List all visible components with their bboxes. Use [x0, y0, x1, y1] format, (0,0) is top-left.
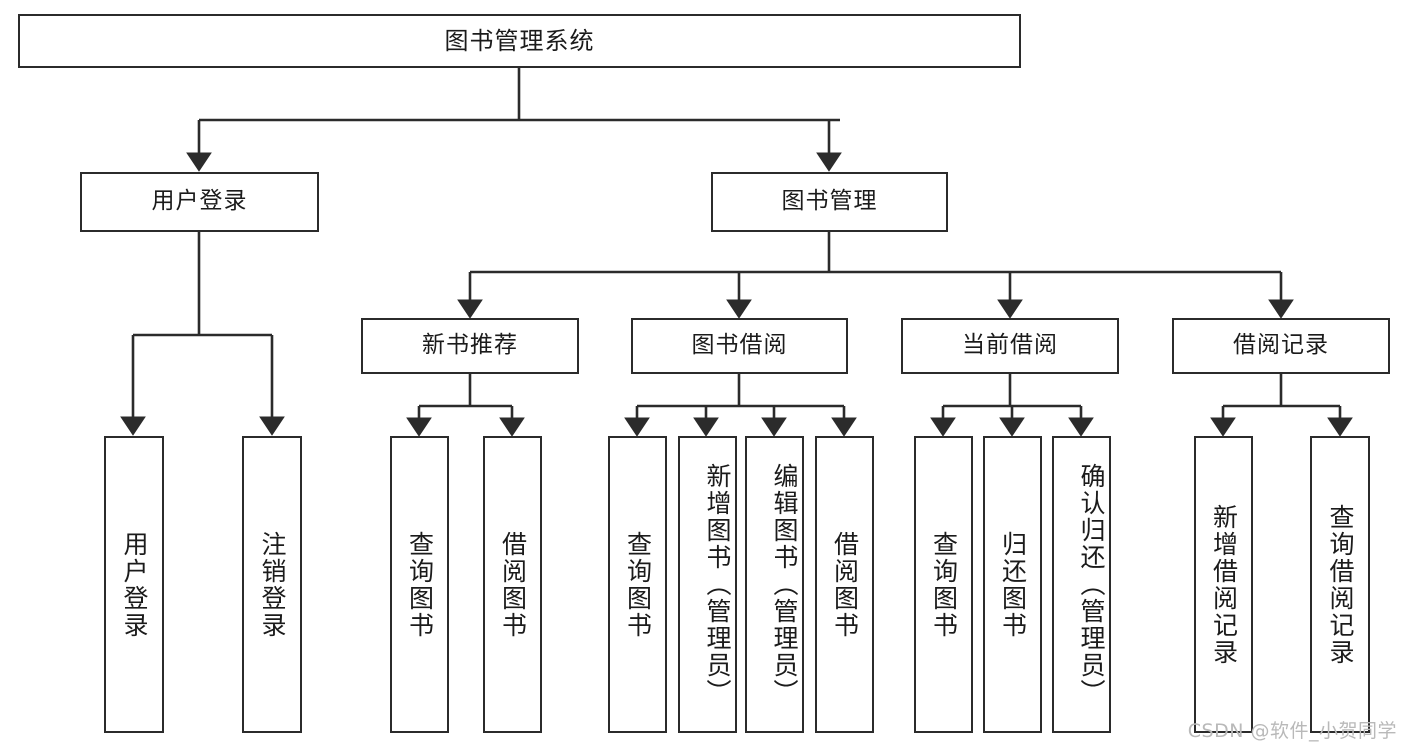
node-leaf-query-book-1-label: 查询图书	[405, 530, 435, 639]
node-leaf-edit-book-label: 编辑图书（管理员）	[770, 463, 799, 706]
node-leaf-borrow-book-1[interactable]: 借阅图书	[483, 436, 542, 733]
node-book-manage-label: 图书管理	[781, 188, 878, 215]
node-new-book-recommend-label: 新书推荐	[422, 332, 518, 359]
node-leaf-query-book-3-label: 查询图书	[929, 530, 959, 639]
node-user-login[interactable]: 用户登录	[80, 172, 319, 232]
node-leaf-return-book-label: 归还图书	[998, 530, 1028, 639]
node-user-login-label: 用户登录	[151, 188, 248, 215]
node-current-borrow-label: 当前借阅	[962, 332, 1058, 359]
node-leaf-borrow-book-2[interactable]: 借阅图书	[815, 436, 874, 733]
node-leaf-query-book-1[interactable]: 查询图书	[390, 436, 449, 733]
node-leaf-edit-book[interactable]: 编辑图书（管理员）	[745, 436, 804, 733]
node-root-label: 图书管理系统	[444, 26, 595, 55]
watermark: CSDN @软件_小贺同学	[1187, 720, 1397, 742]
node-leaf-add-book[interactable]: 新增图书（管理员）	[678, 436, 737, 733]
node-leaf-confirm-return[interactable]: 确认归还（管理员）	[1052, 436, 1111, 733]
node-leaf-user-login-label: 用户登录	[120, 530, 149, 639]
node-leaf-add-book-label: 新增图书（管理员）	[703, 463, 732, 706]
node-leaf-user-login[interactable]: 用户登录	[104, 436, 164, 733]
node-leaf-query-book-2[interactable]: 查询图书	[608, 436, 667, 733]
node-leaf-query-record[interactable]: 查询借阅记录	[1310, 436, 1370, 733]
node-borrow-record[interactable]: 借阅记录	[1172, 318, 1390, 374]
node-leaf-add-record-label: 新增借阅记录	[1209, 503, 1239, 666]
node-borrow-record-label: 借阅记录	[1233, 332, 1329, 359]
node-leaf-borrow-book-2-label: 借阅图书	[830, 530, 860, 639]
node-root[interactable]: 图书管理系统	[18, 14, 1021, 68]
node-book-manage[interactable]: 图书管理	[711, 172, 948, 232]
node-leaf-confirm-return-label: 确认归还（管理员）	[1077, 463, 1106, 706]
node-leaf-query-book-3[interactable]: 查询图书	[914, 436, 973, 733]
node-leaf-borrow-book-1-label: 借阅图书	[498, 530, 528, 639]
node-leaf-user-logout-label: 注销登录	[258, 530, 287, 639]
node-leaf-return-book[interactable]: 归还图书	[983, 436, 1042, 733]
node-book-borrow[interactable]: 图书借阅	[631, 318, 848, 374]
node-leaf-user-logout[interactable]: 注销登录	[242, 436, 302, 733]
node-leaf-query-record-label: 查询借阅记录	[1326, 503, 1355, 666]
node-new-book-recommend[interactable]: 新书推荐	[361, 318, 579, 374]
node-book-borrow-label: 图书借阅	[691, 332, 788, 359]
node-current-borrow[interactable]: 当前借阅	[901, 318, 1119, 374]
node-leaf-add-record[interactable]: 新增借阅记录	[1194, 436, 1253, 733]
node-leaf-query-book-2-label: 查询图书	[623, 530, 653, 639]
